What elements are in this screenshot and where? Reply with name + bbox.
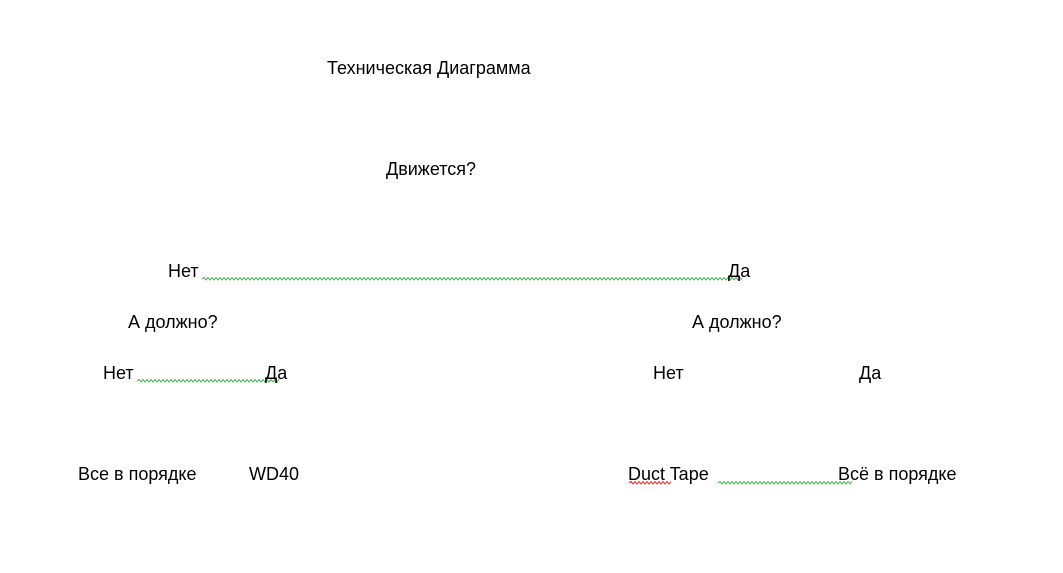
result-all-ok-right: Всё в порядке [838,464,957,484]
left-connector-squiggle [136,378,280,383]
right-yes-label: Да [859,363,882,383]
level1-yes-label: Да [728,261,751,281]
right-result-connector-squiggle [717,480,853,485]
result-duct-tape: Duct Tape [628,464,709,484]
result-all-ok-left: Все в порядке [78,464,197,484]
diagram-title: Техническая Диаграмма [327,58,531,78]
result-wd40: WD40 [249,464,300,484]
duct-spelling-squiggle [628,480,672,485]
right-question-should: А должно? [692,312,782,332]
level1-connector-squiggle [201,276,743,281]
left-no-label: Нет [103,363,134,383]
left-question-should: А должно? [128,312,218,332]
right-no-label: Нет [653,363,684,383]
left-yes-label: Да [265,363,288,383]
question-moves: Движется? [386,159,477,179]
level1-no-label: Нет [168,261,199,281]
